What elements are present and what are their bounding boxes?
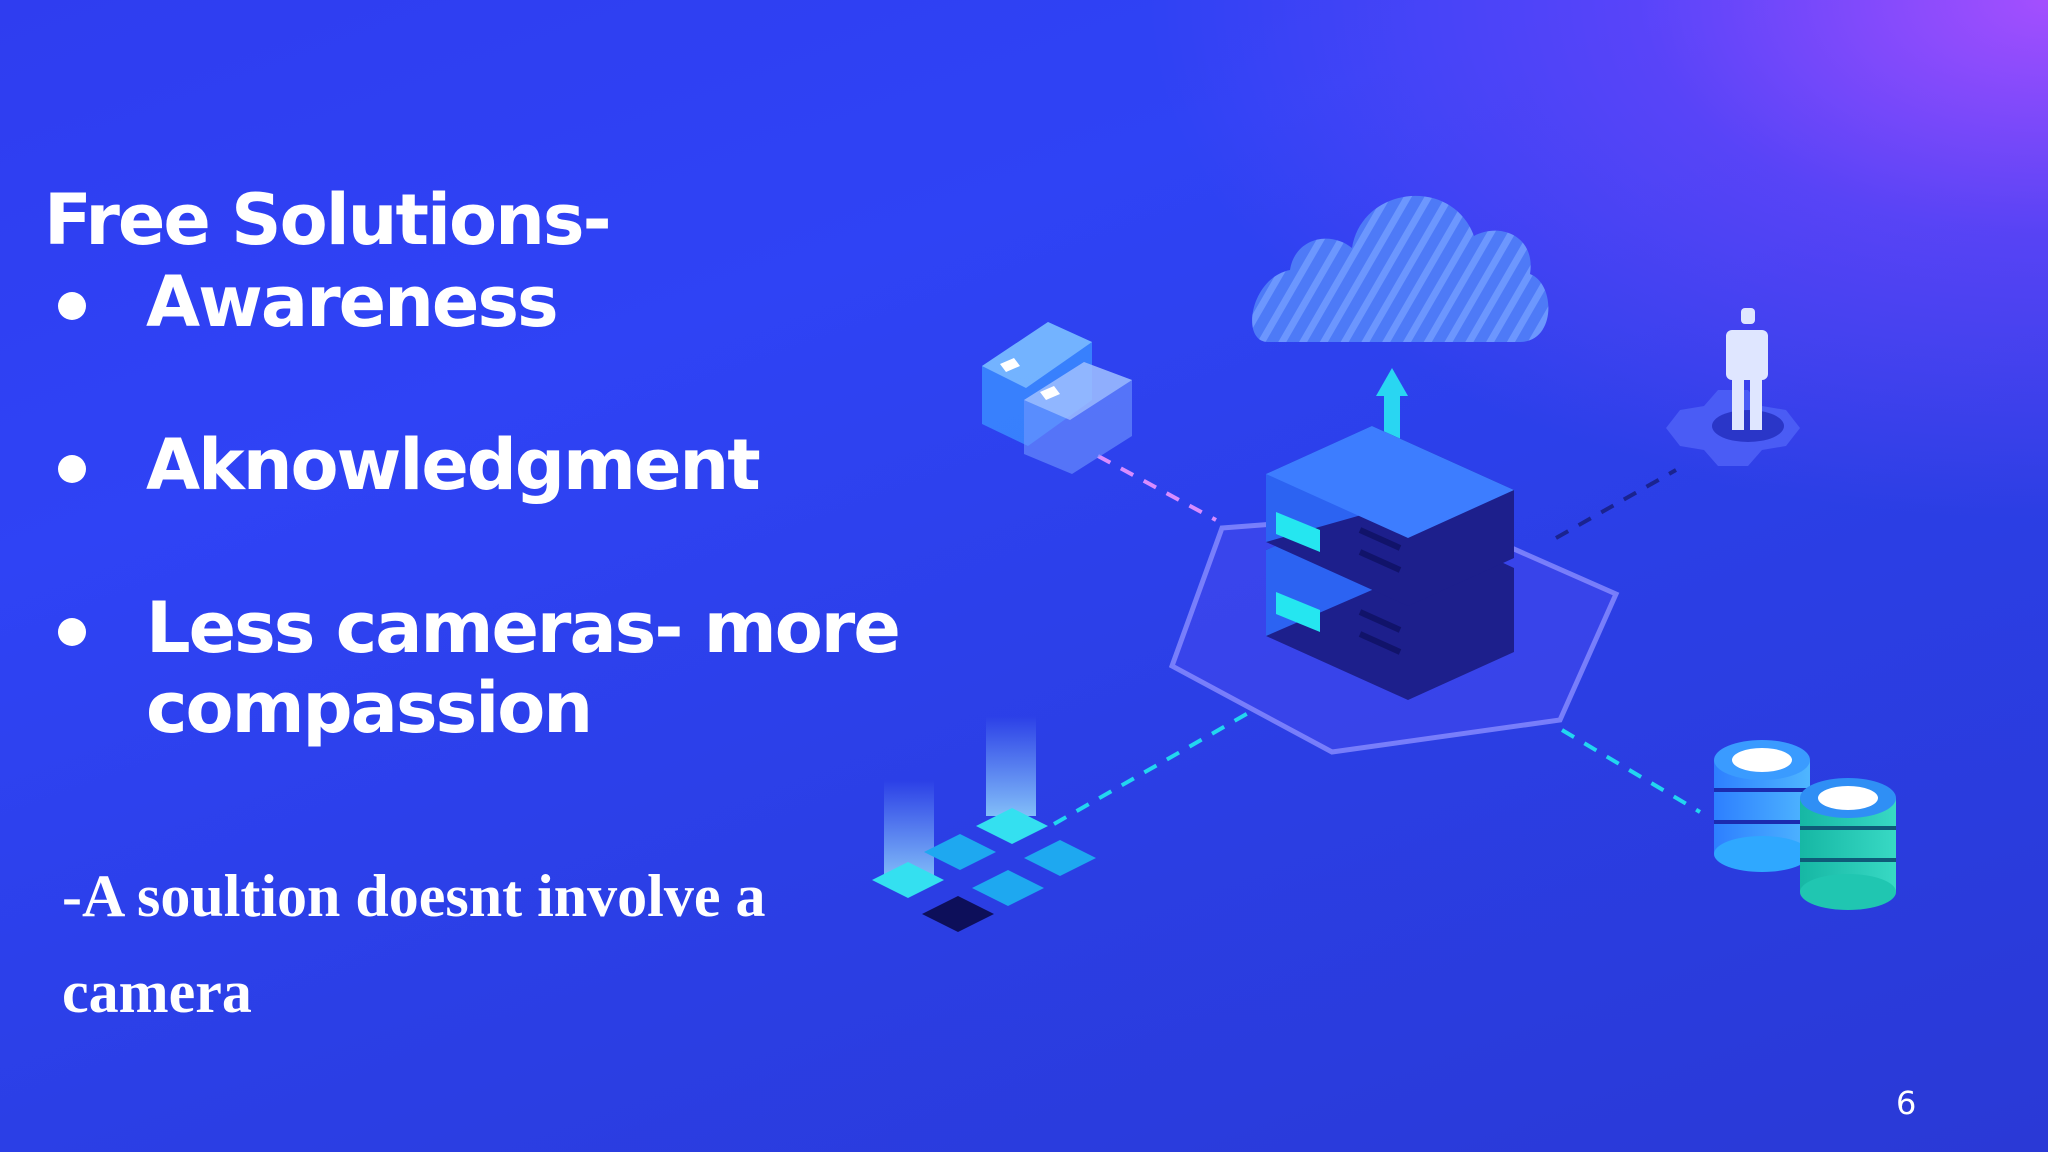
chip-grid-icon [872,716,1096,932]
connector-lines [1053,454,1702,826]
slide-note: -A soultion doesnt involve a camera [62,863,766,1025]
database-icon [1714,740,1896,910]
cloud-icon [1252,195,1549,342]
server-icon [1266,426,1514,700]
page-number: 6 [1896,1084,1917,1122]
slide-heading: Free Solutions- [44,179,612,261]
bullet-dot-icon [58,292,86,320]
person-gear-icon [1666,308,1800,466]
cards-icon [982,322,1132,474]
bullet-text: Aknowledgment [146,424,761,506]
bullet-dot-icon [58,455,86,483]
bullet-dot-icon [58,618,86,646]
bullet-text: Awareness [146,261,559,343]
bullet-text: Less cameras- more compassion [146,587,901,749]
network-illustration [872,195,1896,932]
